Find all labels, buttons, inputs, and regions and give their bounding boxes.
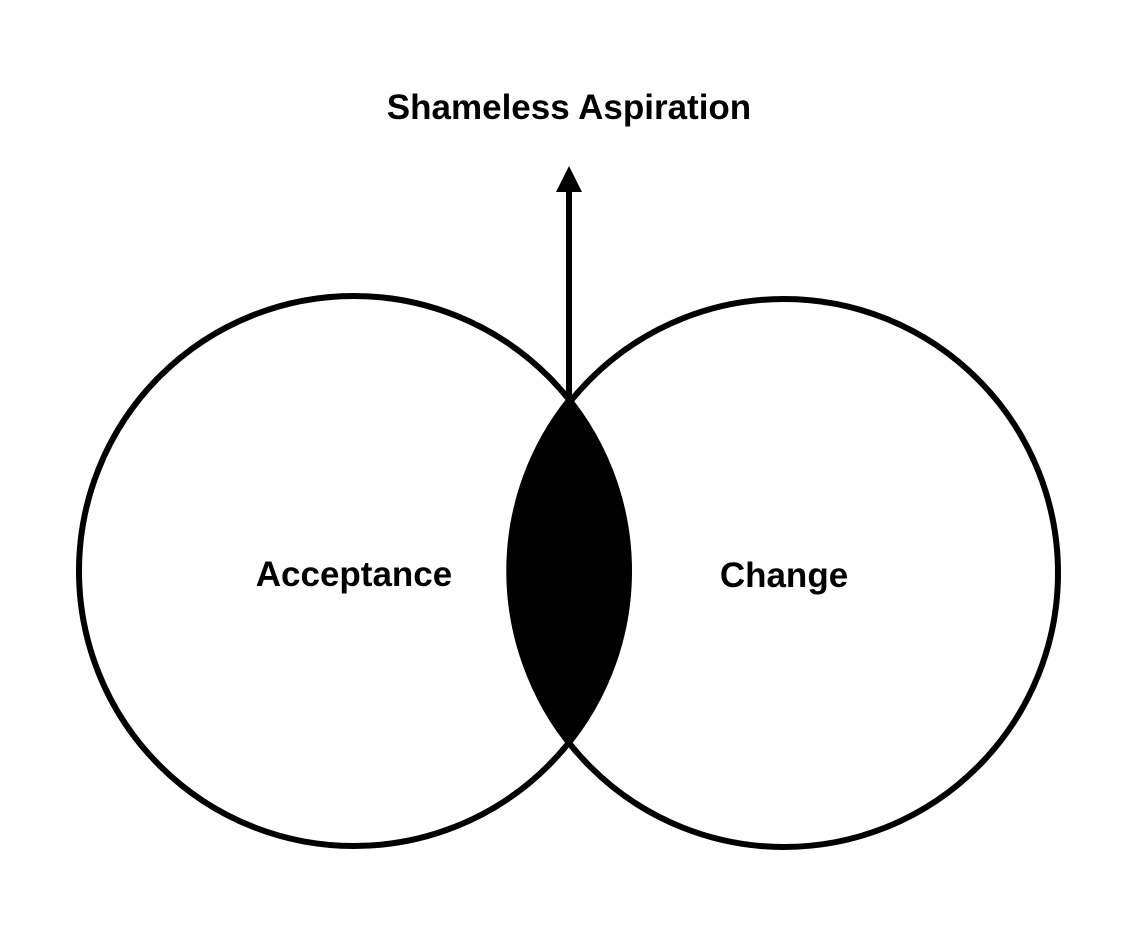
overlap-region — [506, 395, 632, 747]
acceptance-circle — [76, 293, 632, 849]
acceptance-label: Acceptance — [256, 555, 452, 594]
change-label: Change — [720, 556, 848, 595]
arrow-up-icon — [556, 166, 582, 398]
change-circle — [507, 296, 1061, 850]
arrow-head — [556, 166, 582, 192]
top-label: Shameless Aspiration — [387, 88, 751, 127]
